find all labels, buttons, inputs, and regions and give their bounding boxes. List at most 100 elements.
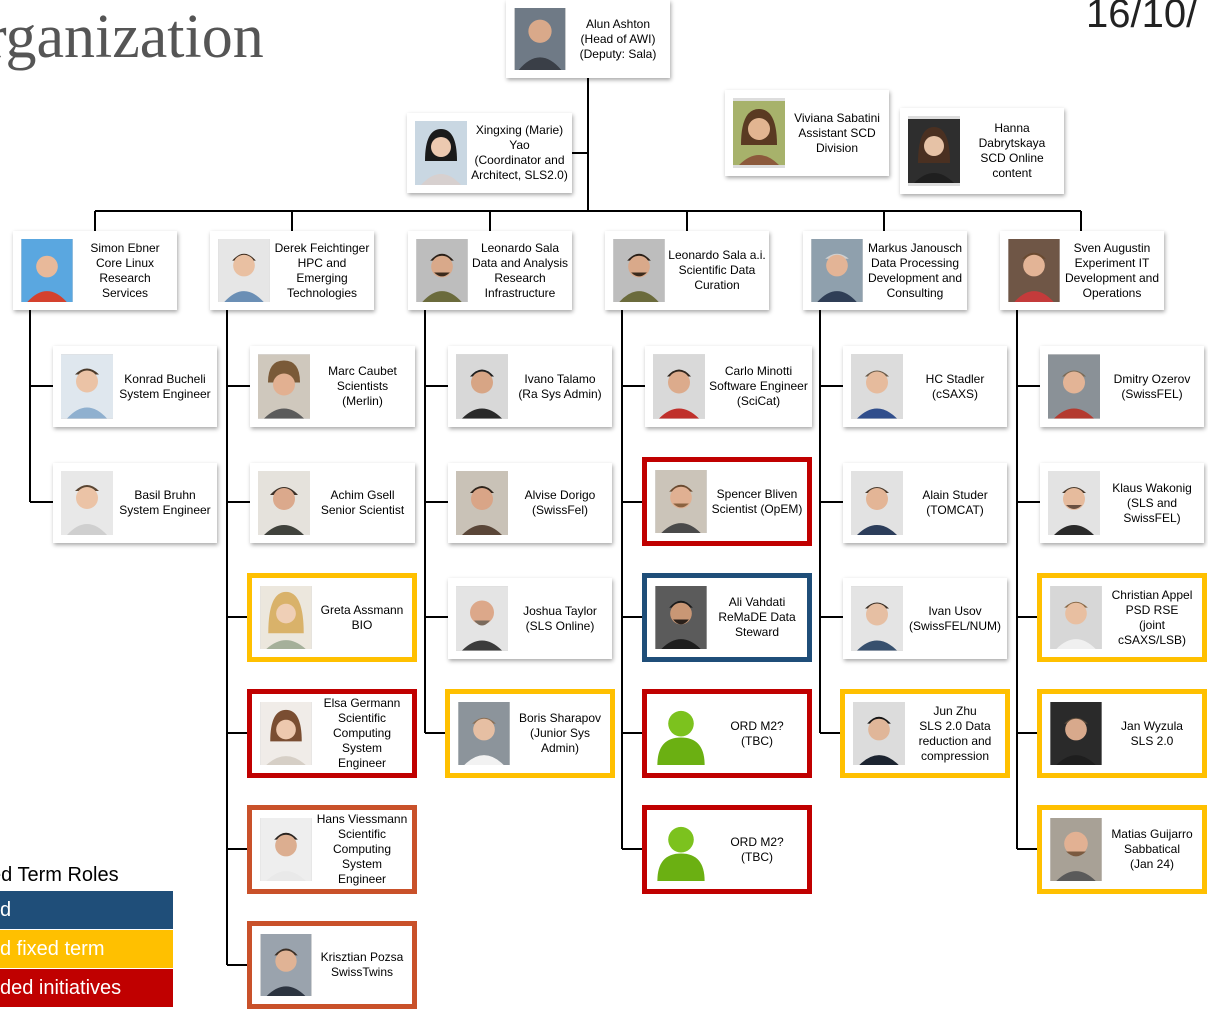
card-role: Scientific: [337, 711, 387, 725]
card-role: System Engineer: [119, 503, 211, 517]
card-role-2: (joint cSAXS/LSB): [1117, 617, 1187, 647]
card-name: Sven Augustin: [1073, 240, 1151, 255]
card-role: (Head of AWI): [580, 31, 656, 46]
card-role: Experiment IT: [1074, 255, 1150, 270]
card-role: Senior Scientist: [320, 503, 405, 517]
card-name: Viviana Sabatini: [794, 110, 880, 125]
person-photo: [655, 586, 707, 649]
card-name: Ivan Usov: [928, 603, 982, 618]
card-role: SCD Online: [980, 151, 1044, 165]
card-name: Achim Gsell: [330, 488, 395, 502]
card-role: (SwissFEL): [1121, 386, 1183, 401]
person-photo: [61, 471, 113, 535]
card-role: System Engineer: [119, 386, 211, 401]
card-detail: (Deputy: Sala): [579, 46, 657, 61]
person-photo: [260, 934, 312, 996]
placeholder-user-icon: [655, 702, 707, 765]
legend-item-fixed-term: d fixed term: [0, 930, 173, 968]
card-role: Data and Analysis: [471, 255, 569, 270]
card-role: Data Processing: [870, 255, 960, 270]
person-photo: [851, 586, 903, 651]
card-role-2: Research Services: [99, 270, 151, 300]
card-name-2: Dabrytskaya: [978, 136, 1046, 150]
card-role-3: Consulting: [886, 285, 944, 300]
card-name: Krisztian Pozsa: [320, 950, 404, 964]
legend-item-funded-initiatives: ded initiatives: [0, 969, 173, 1007]
card-role: SLS 2.0: [1130, 733, 1174, 748]
card-name: Konrad Bucheli: [124, 371, 206, 386]
card-ivan-usov: Ivan Usov(SwissFEL/NUM): [843, 578, 1007, 659]
person-photo: [258, 354, 310, 419]
card-name: HC Stadler: [925, 371, 985, 386]
card-role-3: compression: [920, 748, 990, 763]
card-role-2: Development and: [1064, 270, 1160, 285]
legend-title: ed Term Roles: [0, 864, 119, 886]
legend-label: d: [0, 899, 12, 921]
card-role: (SwissFEL/NUM): [909, 618, 1001, 633]
card-dmitry-ozerov: Dmitry Ozerov(SwissFEL): [1040, 346, 1204, 427]
card-role-2: Development and: [867, 270, 963, 285]
legend-item-permanent: d: [0, 891, 173, 929]
card-name: Jan Wyzula: [1121, 718, 1183, 733]
card-name: Basil Bruhn: [134, 488, 196, 502]
card-role: (SLS Online): [525, 618, 595, 633]
person-photo: [456, 354, 508, 419]
card-role: (Coordinator and: [474, 153, 565, 167]
card-name: Alvise Dorigo: [524, 488, 596, 502]
card-ord-m2-1: ORD M2?(TBC): [642, 689, 812, 778]
card-role: Scientific: [337, 827, 387, 841]
legend-label: ded initiatives: [0, 977, 122, 999]
card-role: (SwissFel): [532, 503, 588, 517]
card-alain-studer: Alain Studer(TOMCAT): [843, 463, 1007, 543]
person-photo: [1048, 354, 1100, 419]
card-role-3: Operations: [1082, 285, 1142, 300]
placeholder-user-icon: [655, 818, 707, 881]
card-role-3: Engineer: [337, 756, 387, 770]
card-role: Scientific Data: [678, 263, 756, 277]
card-role: PSD RSE: [1125, 602, 1179, 617]
page-title: rganization: [0, 3, 264, 71]
card-name: Ivano Talamo: [524, 371, 596, 386]
card-role: Assistant SCD: [798, 125, 876, 140]
card-boris-sharapov: Boris Sharapov(Junior Sys Admin): [445, 689, 615, 778]
person-photo: [456, 471, 508, 535]
card-name: Jun Zhu: [933, 703, 977, 718]
legend-label: d fixed term: [0, 938, 105, 960]
card-role: (SLS and SwissFEL): [1123, 495, 1181, 525]
card-role: (TOMCAT): [926, 503, 984, 517]
person-photo: [416, 239, 468, 302]
card-role: Core Linux: [95, 255, 155, 270]
card-name: Dmitry Ozerov: [1113, 371, 1191, 386]
card-name: Simon Ebner: [90, 240, 160, 255]
person-photo: [1050, 702, 1102, 765]
card-role: HPC and Emerging: [296, 255, 348, 285]
card-name: Spencer Bliven: [716, 486, 798, 501]
person-photo: [260, 702, 312, 765]
person-photo: [415, 121, 467, 185]
card-klaus-wakonig: Klaus Wakonig(SLS and SwissFEL): [1040, 463, 1204, 543]
card-name: Elsa Germann: [323, 696, 401, 710]
card-role: (Ra Sys Admin): [518, 386, 602, 401]
person-photo: [514, 8, 566, 70]
person-photo: [851, 354, 903, 419]
person-photo: [851, 471, 903, 535]
person-photo: [260, 586, 312, 649]
card-joshua-taylor: Joshua Taylor(SLS Online): [448, 578, 612, 659]
card-hc-stadler: HC Stadler(cSAXS): [843, 346, 1007, 427]
